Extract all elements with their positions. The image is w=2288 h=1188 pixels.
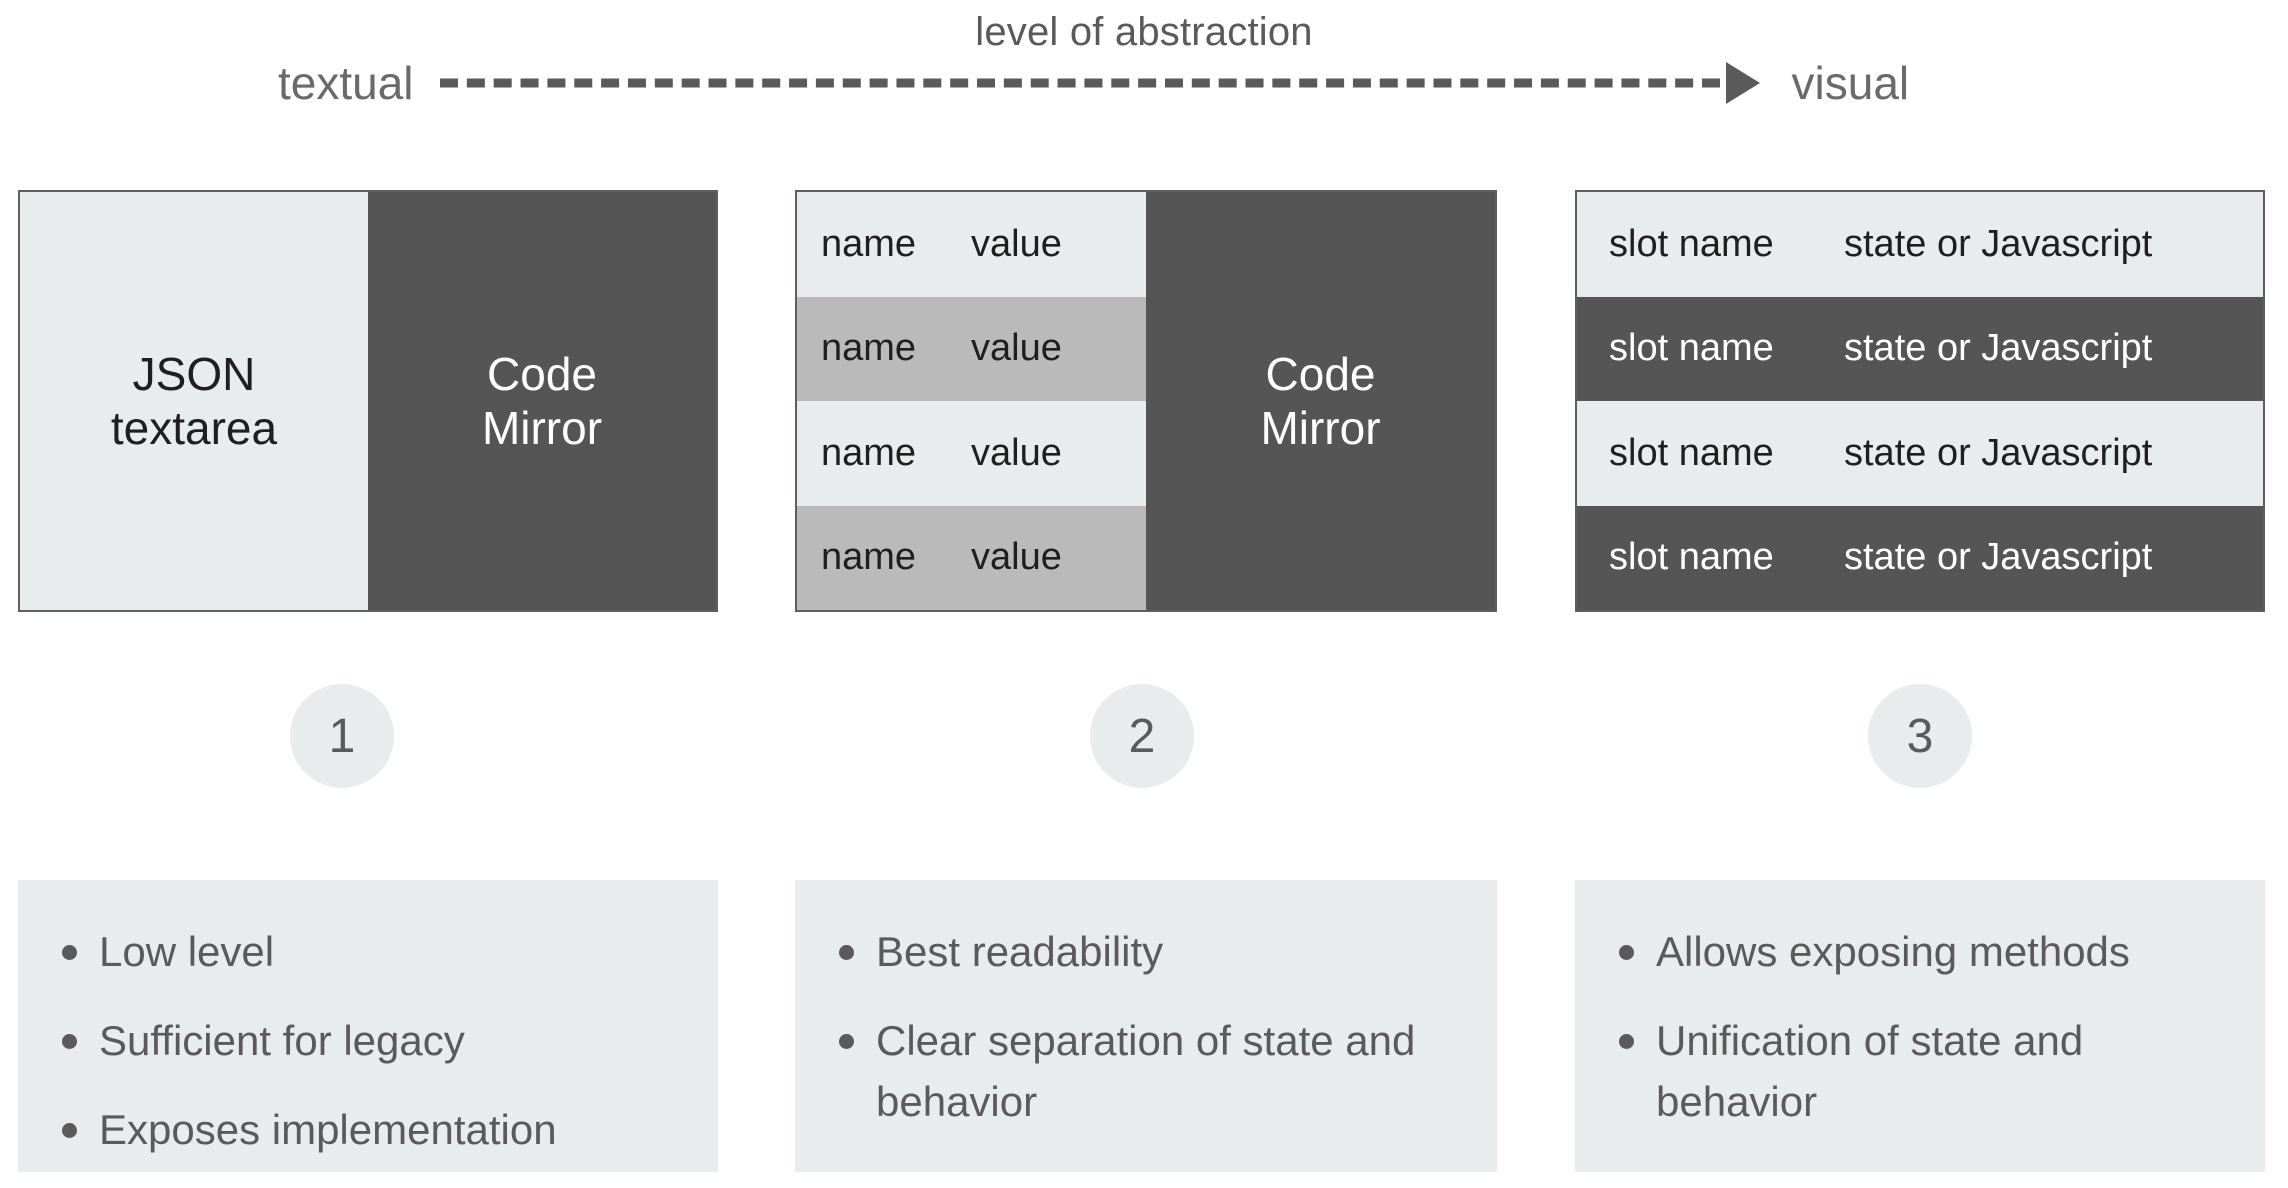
abstraction-axis: textual visual [0, 52, 2288, 114]
list-item-label: Best readability [876, 928, 1164, 975]
notes-box-1: Low level Sufficient for legacy Exposes … [18, 880, 718, 1172]
panel-2-right-label-line2: Mirror [1260, 402, 1381, 454]
bullet-dot-icon [839, 1033, 854, 1049]
list-item-label: Low level [99, 928, 275, 975]
row-value: value [971, 327, 1062, 370]
panel-slot-name-state-javascript[interactable]: slot name state or Javascript slot name … [1575, 190, 2265, 612]
row-name: name [821, 222, 917, 265]
list-item-label: Exposes implementation [99, 1105, 557, 1153]
table-row[interactable]: slot name state or Javascript [1577, 192, 2263, 297]
row-name: name [821, 431, 917, 474]
bullet-dot-icon [62, 1122, 77, 1138]
panel-1-left-label-line2: textarea [110, 402, 278, 454]
list-item: Low level [62, 922, 688, 983]
table-row[interactable]: slot name state or Javascript [1577, 505, 2263, 610]
row-name: slot name [1609, 431, 1774, 474]
notes-box-2: Best readability Clear separation of sta… [795, 880, 1497, 1172]
panel-2-name-value-table: name value name value name value name va… [797, 192, 1146, 610]
axis-label-visual: visual [1791, 57, 1910, 109]
panel-1-right-block: Code Mirror [368, 192, 716, 610]
panel-name-value-codemirror[interactable]: name value name value name value name va… [795, 190, 1497, 612]
table-row[interactable]: name value [797, 192, 1146, 297]
axis-dashed-line [439, 78, 1720, 88]
list-item: Allows exposing methods [1619, 922, 2235, 983]
list-item: Sufficient for legacy [62, 1011, 688, 1072]
bullet-dot-icon [1619, 945, 1634, 960]
panel-1-left-block: JSON textarea [20, 192, 368, 610]
step-badge-1: 1 [290, 684, 394, 788]
panel-2-right-label-line1: Code [1265, 347, 1376, 400]
table-row[interactable]: slot name state or Javascript [1577, 296, 2263, 401]
dashed-arrow-right-icon [439, 62, 1770, 104]
list-item: Exposes implementation [62, 1100, 688, 1161]
row-value: state or Javascript [1844, 431, 2153, 474]
axis-label-textual: textual [278, 57, 414, 109]
bullet-dot-icon [1619, 1033, 1634, 1049]
row-name: slot name [1609, 222, 1774, 265]
row-value: value [971, 536, 1062, 579]
table-row[interactable]: name value [797, 505, 1146, 610]
panel-1-right-label-line2: Mirror [481, 402, 603, 454]
step-badge-3: 3 [1868, 684, 1972, 788]
list-item: Clear separation of state and behavior [839, 1011, 1467, 1133]
list-item: Best readability [839, 922, 1467, 983]
row-name: slot name [1609, 327, 1774, 370]
list-item-label: Sufficient for legacy [99, 1016, 465, 1064]
axis-caption: level of abstraction [975, 10, 1313, 54]
row-value: state or Javascript [1844, 222, 2153, 265]
row-value: state or Javascript [1844, 327, 2153, 370]
bullet-dot-icon [62, 1033, 77, 1049]
panel-1-right-label-line1: Code [487, 347, 597, 400]
bullet-dot-icon [62, 945, 77, 960]
panel-1-left-label-line1: JSON [132, 347, 256, 400]
list-item-label: Allows exposing methods [1656, 928, 2130, 975]
panel-3-slot-table: slot name state or Javascript slot name … [1577, 192, 2263, 610]
row-name: name [821, 536, 917, 579]
row-name: name [821, 327, 917, 370]
panel-2-right-block: Code Mirror [1146, 192, 1495, 610]
notes-box-3: Allows exposing methods Unification of s… [1575, 880, 2265, 1172]
row-value: state or Javascript [1844, 536, 2153, 579]
table-row[interactable]: name value [797, 401, 1146, 506]
row-value: value [971, 222, 1062, 265]
list-item: Unification of state and behavior [1619, 1011, 2235, 1133]
table-row[interactable]: name value [797, 296, 1146, 401]
list-item-label: Unification of state and behavior [1656, 1016, 2084, 1125]
bullet-dot-icon [839, 945, 854, 960]
table-row[interactable]: slot name state or Javascript [1577, 401, 2263, 506]
panel-json-textarea-codemirror[interactable]: JSON textarea Code Mirror [18, 190, 718, 612]
row-value: value [971, 431, 1062, 474]
arrowhead-icon [1725, 62, 1760, 104]
step-badge-2: 2 [1090, 684, 1194, 788]
list-item-label: Clear separation of state and behavior [876, 1016, 1416, 1125]
row-name: slot name [1609, 536, 1774, 579]
